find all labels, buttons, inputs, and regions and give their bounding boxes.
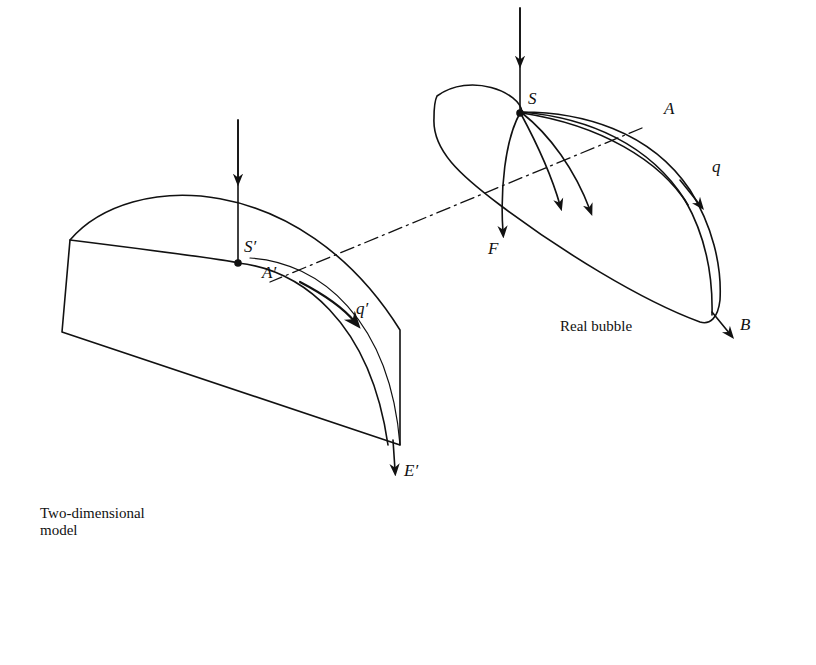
model-incoming-stream (237, 120, 239, 262)
point-label: B (740, 316, 750, 335)
model-band-outer (250, 258, 400, 445)
incoming-arrow (519, 8, 521, 62)
bubble-cap-outline (434, 85, 720, 323)
model-flow-arrow (300, 282, 355, 322)
flow-label: q (712, 158, 721, 177)
model-outline (62, 195, 400, 445)
stagnation-point (517, 110, 523, 116)
model-incoming-arrow (237, 120, 239, 180)
exit-flow-arrow (712, 312, 730, 334)
streamline (522, 113, 688, 205)
point-label: S′ (244, 238, 256, 257)
flow-label: F (488, 240, 498, 259)
model-exit-arrow (393, 440, 395, 470)
rim-flow-arrow (680, 180, 700, 205)
figure-caption: Two-dimensional model (40, 505, 160, 538)
streamline (502, 113, 520, 232)
section-line (270, 128, 642, 282)
point-label: A (664, 100, 674, 119)
point-label: S (528, 90, 537, 109)
model-band-inner (238, 263, 388, 445)
incoming-stream (519, 8, 521, 112)
bubble-rim-layer (522, 112, 712, 315)
flow-label: q′ (356, 300, 368, 319)
model-front-edge (70, 240, 238, 263)
stagnation-point (235, 260, 241, 266)
point-label: E′ (404, 462, 418, 481)
point-label: A′ (262, 264, 276, 283)
figure-caption: Real bubble (560, 318, 632, 335)
streamline (521, 114, 560, 205)
